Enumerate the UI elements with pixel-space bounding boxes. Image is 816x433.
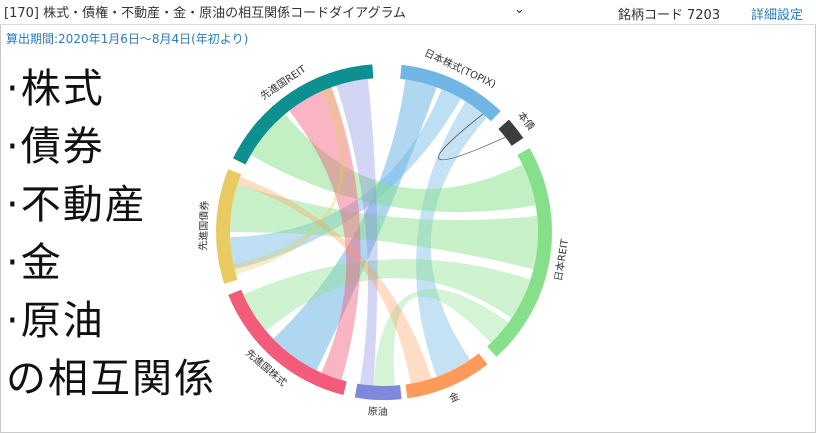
chord-ribbon[interactable] (230, 184, 538, 270)
chord-ribbon[interactable] (273, 79, 437, 371)
overlay-title: ·株式 ·債券 ·不動産 ·金 ·原油 の相互関係 (6, 60, 216, 408)
stock-code-value: 7203 (687, 8, 721, 23)
chord-arc-segment[interactable] (215, 169, 242, 284)
chord-thin-link (438, 113, 506, 161)
stock-code-label: 銘柄コード (618, 8, 684, 23)
top-bar: [170] 株式・債権・不動産・金・原油の相互関係コードダイアグラム ⌄ 銘柄コ… (0, 0, 816, 25)
overlay-line: ·債券 (6, 124, 105, 170)
overlay-line: ·株式 (6, 66, 105, 112)
chord-ribbon[interactable] (230, 89, 461, 270)
calculation-period: 算出期間:2020年1月6日〜8月4日(年初より) (6, 32, 249, 46)
chord-arcs (215, 64, 552, 401)
chord-arc-segment[interactable] (233, 64, 374, 165)
chord-segment-label: 日本REIT (552, 237, 572, 282)
overlay-line: ·原油 (6, 298, 105, 344)
diagram-select-value: [170] 株式・債権・不動産・金・原油の相互関係コードダイアグラム (4, 6, 407, 21)
overlay-line: ·不動産 (6, 182, 147, 228)
chord-ribbon[interactable] (243, 259, 531, 331)
chord-segment-label: 金 (447, 389, 461, 405)
settings-link[interactable]: 詳細設定 (751, 8, 804, 23)
chord-ribbon[interactable] (237, 176, 432, 384)
diagram-select[interactable]: [170] 株式・債権・不動産・金・原油の相互関係コードダイアグラム ⌄ (4, 2, 528, 21)
chord-ribbon[interactable] (289, 87, 361, 381)
overlay-line: ·金 (6, 240, 63, 286)
chord-ribbons (230, 78, 538, 386)
chord-arc-segment[interactable] (487, 148, 552, 357)
chord-arc-segment[interactable] (228, 289, 347, 396)
chord-segment-label: 先進国債券 (196, 200, 211, 250)
chord-arc-segment[interactable] (405, 353, 488, 399)
chord-ribbon[interactable] (416, 101, 488, 377)
overlay-line: の相互関係 (6, 356, 216, 402)
chord-segment-label: 原油 (368, 405, 388, 419)
chord-ribbon[interactable] (336, 78, 378, 386)
chord-ribbon[interactable] (250, 114, 536, 213)
chord-ribbon[interactable] (373, 288, 509, 386)
chord-arc-segment[interactable] (354, 383, 402, 401)
chord-ribbon[interactable] (233, 87, 346, 275)
chord-segment-label: 本債 (515, 109, 538, 133)
chord-arc-segment[interactable] (498, 119, 524, 146)
chevron-down-icon[interactable]: ⌄ (514, 2, 525, 17)
chord-arc-segment[interactable] (400, 64, 501, 122)
